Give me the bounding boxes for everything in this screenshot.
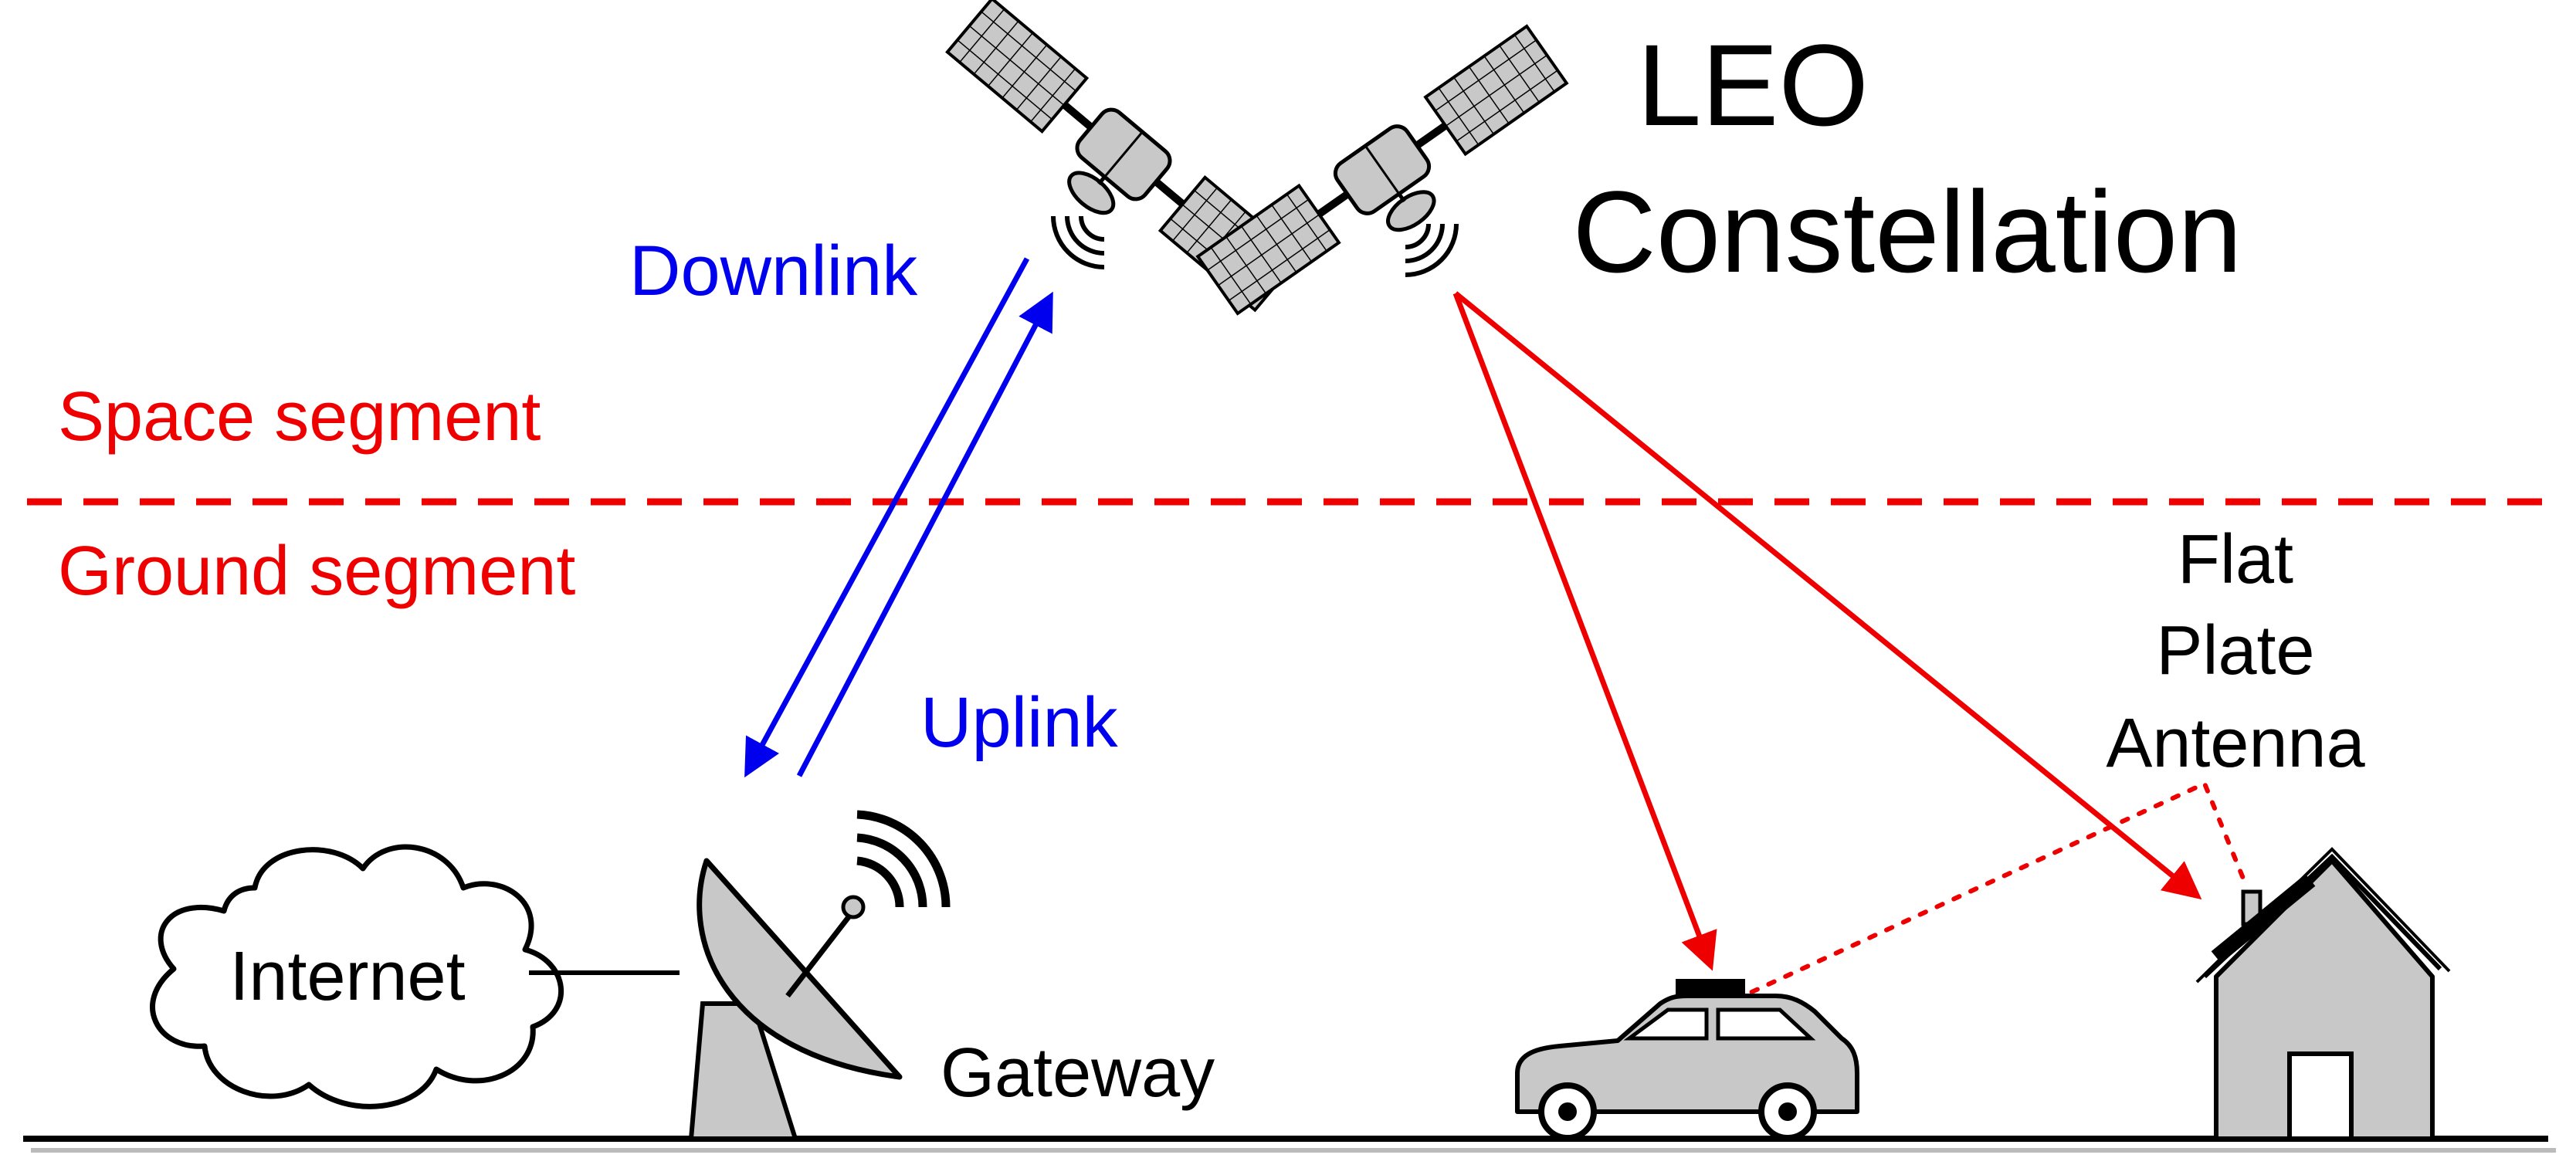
car-flat-antenna <box>1676 979 1745 996</box>
antenna-label-line-1: Flat <box>2177 521 2294 598</box>
downlink-label: Downlink <box>629 232 918 310</box>
title-line-1: LEO <box>1636 20 1869 150</box>
satellite-icon <box>1195 24 1569 316</box>
antenna-callout <box>1716 780 2249 1010</box>
antenna-label-line-3: Antenna <box>2106 705 2365 782</box>
internet-label: Internet <box>229 938 466 1015</box>
gateway-label: Gateway <box>941 1034 1215 1112</box>
dish-antenna-icon <box>688 858 903 1141</box>
house-icon <box>2195 847 2451 1141</box>
title-line-2: Constellation <box>1572 167 2242 296</box>
car-link-arrow <box>1452 292 1717 971</box>
uplink-label: Uplink <box>920 683 1118 762</box>
car-icon <box>1515 979 1859 1141</box>
signal-waves-icon <box>1405 223 1459 277</box>
signal-waves-icon <box>1051 215 1105 269</box>
cloud-icon <box>150 844 564 1109</box>
ground-segment-label: Ground segment <box>58 533 576 610</box>
antenna-label-line-2: Plate <box>2156 612 2315 689</box>
downlink-arrow <box>744 257 1030 778</box>
space-segment-label: Space segment <box>58 378 541 455</box>
house-link-arrow <box>1453 291 2202 900</box>
uplink-arrow <box>796 291 1053 777</box>
house-flat-antenna <box>2211 874 2316 963</box>
signal-waves-icon <box>856 810 951 908</box>
